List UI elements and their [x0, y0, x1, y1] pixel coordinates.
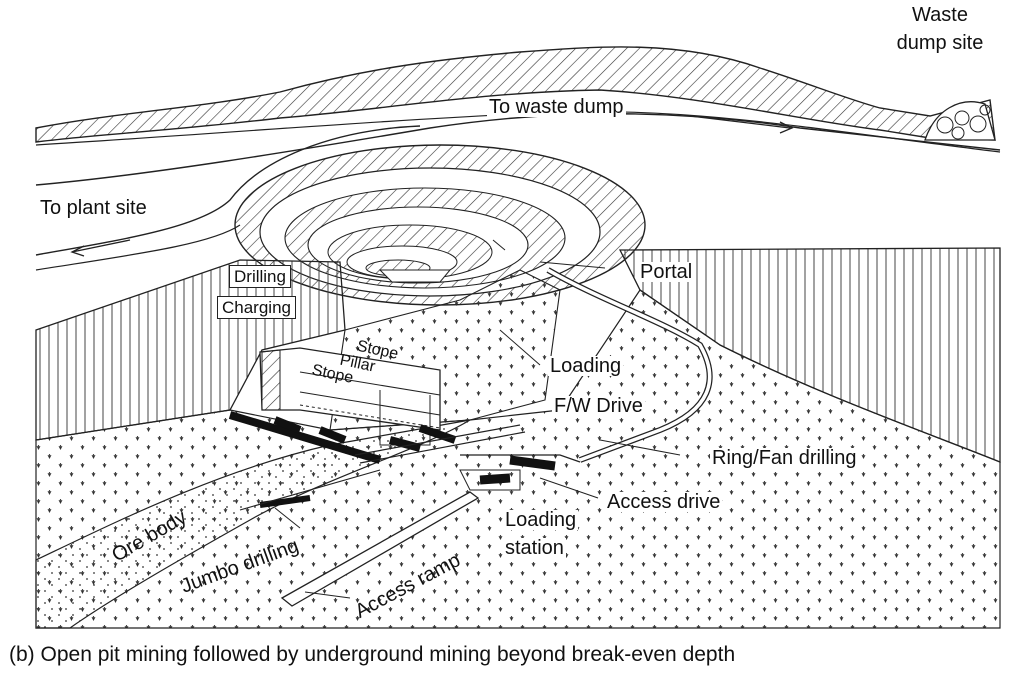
- label-waste: Waste: [912, 4, 968, 26]
- leader-lines: [274, 239, 681, 599]
- stope-block: [259, 347, 441, 446]
- mine-illustration: [35, 46, 1001, 629]
- label-portal: Portal: [638, 261, 695, 283]
- access-ramp-structure: [280, 491, 480, 607]
- waste-dump-pile: [924, 101, 996, 141]
- ore-body: [35, 419, 471, 629]
- drives: [228, 411, 581, 511]
- label-loading-station-1: Loading: [503, 509, 579, 531]
- label-access-drive: Access drive: [605, 491, 723, 513]
- haul-road: [35, 113, 1001, 271]
- label-dump-site: dump site: [896, 32, 984, 54]
- label-loading: Loading: [548, 355, 624, 377]
- label-charging: Charging: [217, 296, 296, 319]
- label-ring-fan-drilling: Ring/Fan drilling: [710, 447, 859, 469]
- label-loading-station-2: station: [503, 537, 566, 559]
- figure-caption: (b) Open pit mining followed by undergro…: [9, 643, 736, 666]
- surface-ramp: [546, 267, 713, 463]
- open-pit: [234, 144, 646, 306]
- label-to-waste-dump: To waste dump: [487, 96, 626, 118]
- label-to-plant-site: To plant site: [38, 197, 149, 219]
- label-fw-drive: F/W Drive: [552, 395, 645, 417]
- label-drilling: Drilling: [229, 265, 291, 288]
